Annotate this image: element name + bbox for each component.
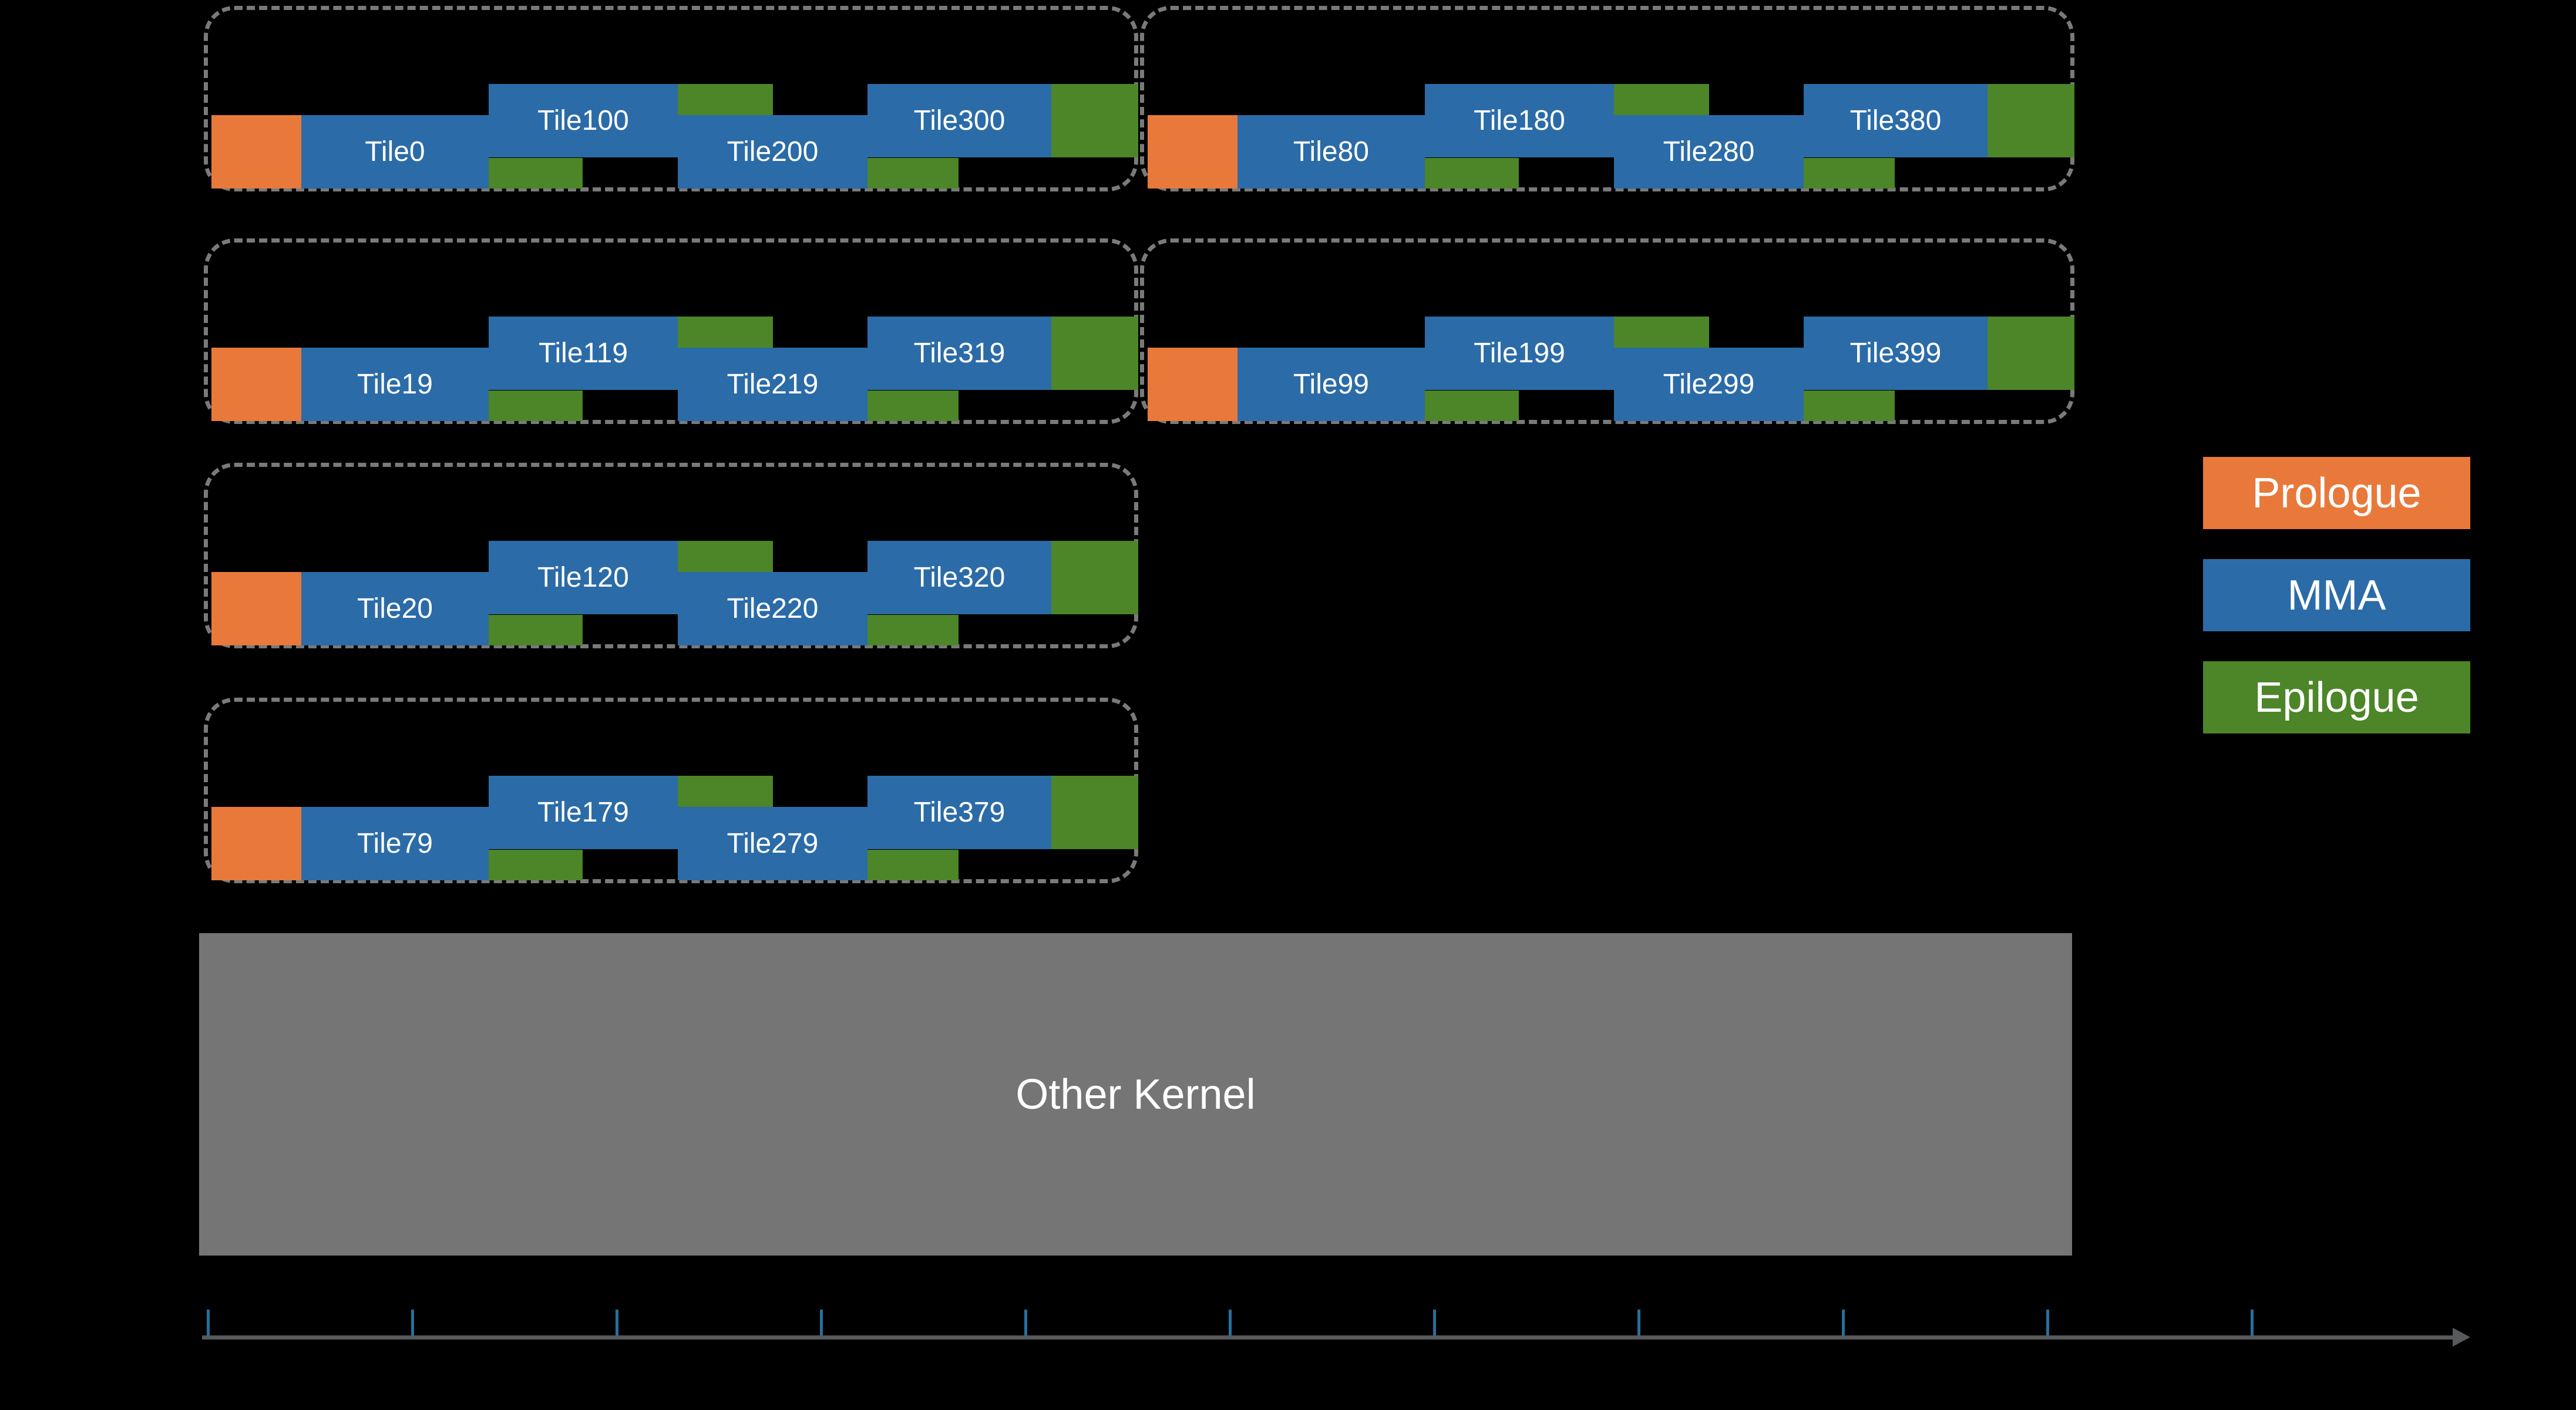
tile-label: Tile0 <box>365 136 425 167</box>
mma-block: Tile219 <box>678 348 867 421</box>
epilogue-block <box>1425 158 1519 189</box>
epilogue-block <box>867 158 959 189</box>
mma-block: Tile319 <box>867 317 1051 390</box>
tile-label: Tile19 <box>357 369 433 400</box>
epilogue-block <box>678 776 773 807</box>
tile-label: Tile179 <box>537 797 629 828</box>
other-kernel-box: Other Kernel <box>199 933 2072 1256</box>
tile-label: Tile220 <box>727 593 819 624</box>
legend-item-epilogue: Epilogue <box>2203 661 2470 733</box>
timeline-tick <box>1433 1310 1436 1335</box>
mma-block: Tile279 <box>678 807 867 880</box>
tile-label: Tile99 <box>1293 369 1369 400</box>
mma-block: Tile300 <box>867 84 1051 157</box>
epilogue-block <box>1051 317 1138 390</box>
timeline-tick <box>1637 1310 1640 1335</box>
tile-label: Tile379 <box>913 797 1005 828</box>
mma-block: Tile0 <box>301 115 489 189</box>
mma-block: Tile320 <box>867 541 1051 614</box>
prologue-block <box>211 348 301 421</box>
tile-label: Tile100 <box>537 105 629 136</box>
tile-label: Tile279 <box>727 828 819 859</box>
timeline-tick <box>1229 1310 1232 1335</box>
legend-label-prologue: Prologue <box>2252 469 2422 517</box>
tile-label: Tile199 <box>1474 338 1565 369</box>
epilogue-block <box>1051 776 1138 849</box>
mma-block: Tile399 <box>1804 317 1988 390</box>
mma-block: Tile80 <box>1237 115 1425 189</box>
epilogue-block <box>1614 84 1709 115</box>
tile-label: Tile299 <box>1663 369 1755 400</box>
epilogue-block <box>1804 158 1895 189</box>
tile-label: Tile280 <box>1663 136 1755 167</box>
epilogue-block <box>1988 84 2074 157</box>
tile-label: Tile119 <box>538 338 628 369</box>
legend-label-mma: MMA <box>2287 571 2386 619</box>
epilogue-block <box>678 317 773 348</box>
other-kernel-label: Other Kernel <box>1015 1071 1256 1118</box>
epilogue-block <box>1051 541 1138 614</box>
mma-block: Tile120 <box>489 541 678 614</box>
timeline-arrowhead-icon <box>2453 1328 2470 1347</box>
epilogue-block <box>1804 391 1895 421</box>
timeline-tick <box>1024 1310 1027 1335</box>
timeline-tick <box>411 1310 414 1335</box>
epilogue-block <box>1614 317 1709 348</box>
epilogue-block <box>678 541 773 572</box>
mma-block: Tile379 <box>867 776 1051 849</box>
prologue-block <box>1148 348 1237 421</box>
timeline-axis <box>202 1335 2454 1340</box>
mma-block: Tile180 <box>1425 84 1614 157</box>
tile-label: Tile300 <box>913 105 1005 136</box>
tile-label: Tile180 <box>1474 105 1565 136</box>
mma-block: Tile179 <box>489 776 678 849</box>
timeline-tick <box>616 1310 618 1335</box>
tile-label: Tile380 <box>1849 105 1942 136</box>
tile-label: Tile80 <box>1293 136 1369 167</box>
mma-block: Tile100 <box>489 84 678 157</box>
timeline-tick <box>207 1310 210 1335</box>
mma-block: Tile280 <box>1614 115 1804 189</box>
epilogue-block <box>1425 391 1519 421</box>
epilogue-block <box>1988 317 2074 390</box>
tile-label: Tile320 <box>913 562 1005 593</box>
tile-label: Tile120 <box>537 562 629 593</box>
epilogue-block <box>1051 84 1138 157</box>
timeline-tick <box>2251 1310 2254 1335</box>
tile-label: Tile79 <box>357 828 433 859</box>
timeline-tick <box>820 1310 823 1335</box>
legend-label-epilogue: Epilogue <box>2254 674 2419 721</box>
prologue-block <box>211 115 301 189</box>
epilogue-block <box>867 391 959 421</box>
tile-label: Tile219 <box>727 369 819 400</box>
tile-label: Tile20 <box>357 593 433 624</box>
timeline-tick <box>1842 1310 1845 1335</box>
epilogue-block <box>489 850 583 880</box>
prologue-block <box>1148 115 1237 189</box>
epilogue-block <box>867 615 959 645</box>
epilogue-block <box>489 615 583 645</box>
mma-block: Tile380 <box>1804 84 1988 157</box>
mma-block: Tile20 <box>301 572 489 645</box>
epilogue-block <box>678 84 773 115</box>
tile-label: Tile399 <box>1849 338 1942 369</box>
mma-block: Tile119 <box>489 317 678 390</box>
mma-block: Tile220 <box>678 572 867 645</box>
mma-block: Tile200 <box>678 115 867 189</box>
mma-block: Tile79 <box>301 807 489 880</box>
mma-block: Tile19 <box>301 348 489 421</box>
legend-item-mma: MMA <box>2203 559 2470 631</box>
mma-block: Tile99 <box>1237 348 1425 421</box>
prologue-block <box>211 572 301 645</box>
tile-label: Tile200 <box>727 136 819 167</box>
mma-block: Tile199 <box>1425 317 1614 390</box>
legend-item-prologue: Prologue <box>2203 457 2470 529</box>
epilogue-block <box>489 158 583 189</box>
tile-label: Tile319 <box>913 338 1005 369</box>
timeline-tick <box>2046 1310 2049 1335</box>
epilogue-block <box>489 391 583 421</box>
epilogue-block <box>867 850 959 880</box>
mma-block: Tile299 <box>1614 348 1804 421</box>
prologue-block <box>211 807 301 880</box>
